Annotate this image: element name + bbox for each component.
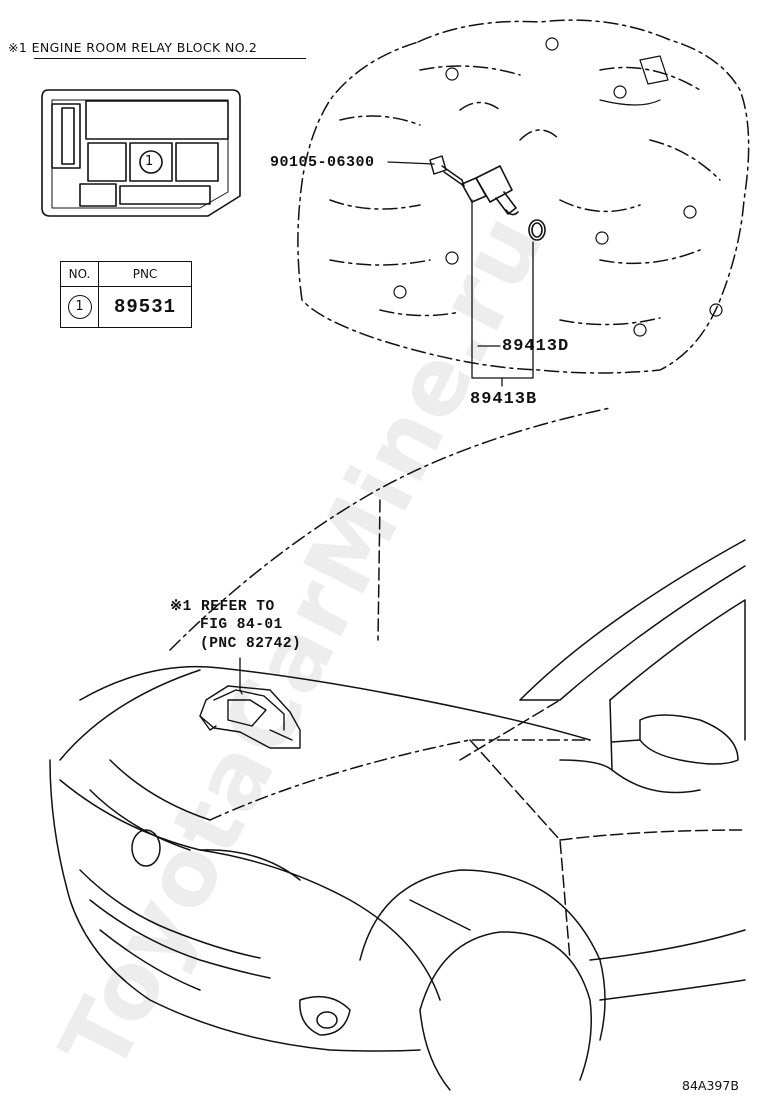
pnc-table-header-pnc: PNC xyxy=(98,261,192,287)
car-body-drawing xyxy=(49,407,746,1091)
ring-part-number: 89413D xyxy=(502,337,570,356)
refer-note-line1: ※1 REFER TO xyxy=(170,599,275,615)
figure-id: 84A397B xyxy=(682,1078,739,1093)
pnc-no-circle: 1 xyxy=(67,295,92,319)
refer-note-line2: FIG 84-01 xyxy=(200,617,283,633)
pnc-table-header-row: NO. PNC xyxy=(60,261,192,287)
speed-sensor-drawing xyxy=(461,165,546,241)
relay-block-title: ※1 ENGINE ROOM RELAY BLOCK NO.2 xyxy=(8,40,258,55)
table-row: 1 89531 xyxy=(60,286,192,328)
relay-block-title-underline xyxy=(34,58,306,59)
pnc-table: NO. PNC 1 89531 xyxy=(60,261,192,328)
transmission-drawing xyxy=(297,19,750,374)
sensor-part-number: 89413B xyxy=(470,390,538,409)
relay-block-car-drawing xyxy=(199,685,301,749)
pnc-table-cell-no: 1 xyxy=(60,286,99,328)
bolt-part-number: 90105-06300 xyxy=(270,154,375,171)
refer-note-line3: (PNC 82742) xyxy=(200,636,302,652)
relay-block-drawing xyxy=(41,89,241,217)
bolt-drawing xyxy=(429,155,465,187)
relay-block-marker: 1 xyxy=(145,154,154,169)
relay-marker-circle xyxy=(139,150,163,174)
transmission-detail xyxy=(393,37,723,337)
pnc-table-cell-pnc: 89531 xyxy=(98,286,192,328)
leader-lines xyxy=(239,161,534,695)
pnc-table-header-no: NO. xyxy=(60,261,99,287)
